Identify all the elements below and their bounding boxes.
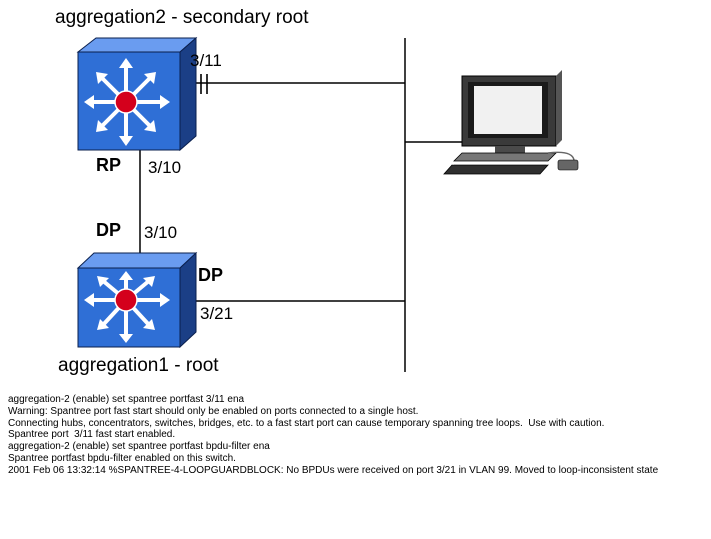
port-3-11-label: 3/11 [190,51,222,70]
switch-top-title: aggregation2 - secondary root [55,7,309,28]
blocked-port-marker [200,74,208,94]
rp-role-label: RP [96,155,122,175]
console-line: Connecting hubs, concentrators, switches… [8,417,605,429]
console-line: Spantree portfast bpdu-filter enabled on… [8,452,236,464]
port-3-21-label: 3/21 [200,304,234,323]
host-computer-icon [443,70,579,175]
switch-aggregation1-icon [76,251,198,349]
dp-role-label-trunk: DP [198,265,224,285]
network-diagram [76,36,579,372]
console-line: Warning: Spantree port fast start should… [8,405,419,417]
switch-bottom-title: aggregation1 - root [58,355,219,376]
console-output: aggregation-2 (enable) set spantree port… [8,394,703,477]
console-line: aggregation-2 (enable) set spantree port… [8,394,245,405]
console-line: 2001 Feb 06 13:32:14 %SPANTREE-4-LOOPGUA… [8,464,659,476]
port-3-10-bottom-label: 3/10 [144,223,178,242]
switch-aggregation2-icon [76,36,198,152]
console-line: aggregation-2 (enable) set spantree port… [8,441,270,453]
console-line: Spantree port 3/11 fast start enabled. [8,429,176,441]
port-3-10-top-label: 3/10 [148,158,182,177]
dp-role-label-uplink: DP [96,220,122,240]
